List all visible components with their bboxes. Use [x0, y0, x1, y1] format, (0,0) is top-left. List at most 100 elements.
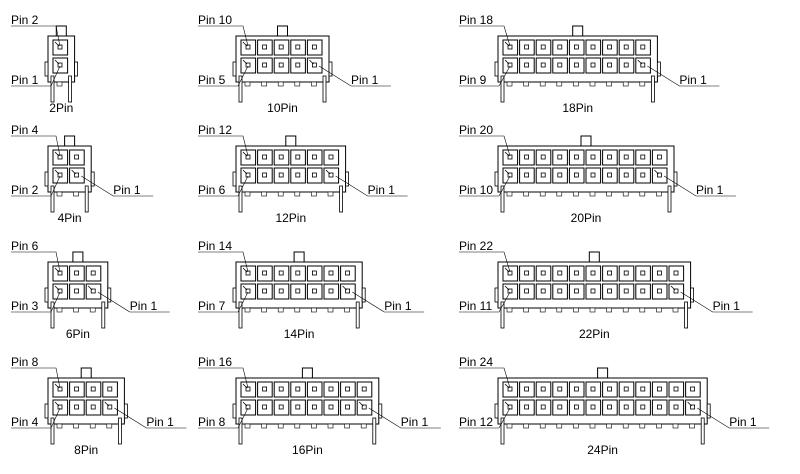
- pin-contact: [574, 386, 579, 392]
- leg-left: [238, 75, 243, 103]
- pin-contact: [540, 154, 546, 160]
- pin-marker: [654, 169, 659, 175]
- pin-contact: [623, 154, 629, 160]
- pin-contact: [524, 404, 529, 410]
- board-peg: [261, 81, 267, 87]
- leg-right: [667, 185, 672, 213]
- pin-contact: [524, 270, 529, 276]
- pin-contact: [507, 62, 513, 68]
- leader-top-left: [459, 135, 511, 157]
- board-peg: [360, 423, 367, 429]
- leader-top-left: [198, 25, 249, 47]
- pin-contact: [640, 44, 646, 50]
- board-peg: [277, 81, 284, 87]
- pin-contact: [673, 386, 679, 392]
- pin-label-bottom-left: Pin 3: [11, 299, 39, 313]
- board-peg: [622, 81, 629, 87]
- pin-contact: [540, 386, 546, 392]
- pin-contact: [295, 154, 301, 160]
- pin-label-top-left: Pin 16: [198, 355, 232, 369]
- pin-contact: [574, 44, 579, 50]
- pin-contact: [345, 270, 351, 276]
- pin-contact: [557, 44, 563, 50]
- pin-marker: [54, 41, 60, 47]
- board-peg: [344, 423, 350, 429]
- pin-label-top-left: Pin 6: [11, 239, 39, 253]
- board-peg: [672, 423, 679, 429]
- pin-label-bottom-left: Pin 4: [11, 415, 39, 429]
- board-peg: [589, 307, 596, 313]
- pin-contact: [623, 270, 629, 276]
- pin-contact: [57, 288, 63, 294]
- board-peg: [327, 191, 334, 197]
- pin-label-bottom-left: Pin 7: [198, 299, 226, 313]
- board-peg: [573, 81, 579, 87]
- board-peg: [606, 191, 612, 197]
- pin-contact: [640, 386, 646, 392]
- board-peg: [573, 191, 579, 197]
- pin-marker: [504, 285, 510, 291]
- leader-bottom-left: [198, 175, 249, 197]
- pin-contact: [311, 154, 317, 160]
- leader-top-left: [459, 367, 511, 389]
- board-peg: [639, 423, 646, 429]
- pin-label-top-left: Pin 18: [459, 13, 493, 27]
- side-post-right: [74, 61, 78, 77]
- leg-left: [238, 185, 243, 213]
- pin-contact: [311, 44, 317, 50]
- side-post-right: [124, 403, 128, 419]
- pin-label-top-left: Pin 2: [11, 13, 39, 27]
- pin-contact: [328, 270, 334, 276]
- pin-contact: [262, 386, 268, 392]
- board-peg: [294, 81, 301, 87]
- pin-contact: [607, 44, 612, 50]
- pin-contact: [57, 172, 63, 178]
- leg-right: [355, 301, 360, 329]
- pin-contact: [623, 404, 629, 410]
- pin-label-bottom-left: Pin 2: [11, 183, 39, 197]
- pin-contact: [524, 386, 529, 392]
- pin-contact: [640, 404, 646, 410]
- leader-top-left: [11, 367, 61, 389]
- board-peg: [523, 423, 529, 429]
- pin-contact: [278, 172, 284, 178]
- pin-contact: [311, 404, 317, 410]
- pin-contact: [540, 62, 546, 68]
- pin-contact: [507, 172, 513, 178]
- board-peg: [656, 307, 662, 313]
- board-peg: [506, 307, 513, 313]
- pin-contact: [278, 288, 284, 294]
- pin-contact: [557, 404, 563, 410]
- pin-contact: [623, 44, 629, 50]
- board-peg: [556, 307, 563, 313]
- pin-contact: [295, 404, 301, 410]
- pin-contact: [311, 288, 317, 294]
- leader-bottom-left: [459, 175, 511, 197]
- pin-label-bottom-left: Pin 10: [459, 183, 493, 197]
- leg-left: [500, 185, 505, 213]
- pin-contact: [245, 62, 251, 68]
- board-peg: [639, 81, 646, 87]
- board-peg: [244, 307, 251, 313]
- board-peg: [311, 81, 317, 87]
- leg-left: [50, 301, 55, 329]
- board-peg: [622, 191, 629, 197]
- board-peg: [656, 191, 662, 197]
- board-peg: [311, 307, 317, 313]
- leader-bottom-left: [198, 407, 249, 429]
- board-peg: [589, 423, 596, 429]
- pin-contact: [295, 386, 301, 392]
- side-post-right: [657, 61, 661, 77]
- board-peg: [89, 307, 96, 313]
- pin-contact: [623, 172, 629, 178]
- pin-contact: [657, 404, 662, 410]
- pin-contact: [574, 62, 579, 68]
- board-peg: [106, 423, 113, 429]
- board-peg: [573, 423, 579, 429]
- pin-contact: [345, 386, 351, 392]
- pin-marker: [242, 401, 248, 407]
- board-peg: [672, 307, 679, 313]
- board-peg: [539, 307, 546, 313]
